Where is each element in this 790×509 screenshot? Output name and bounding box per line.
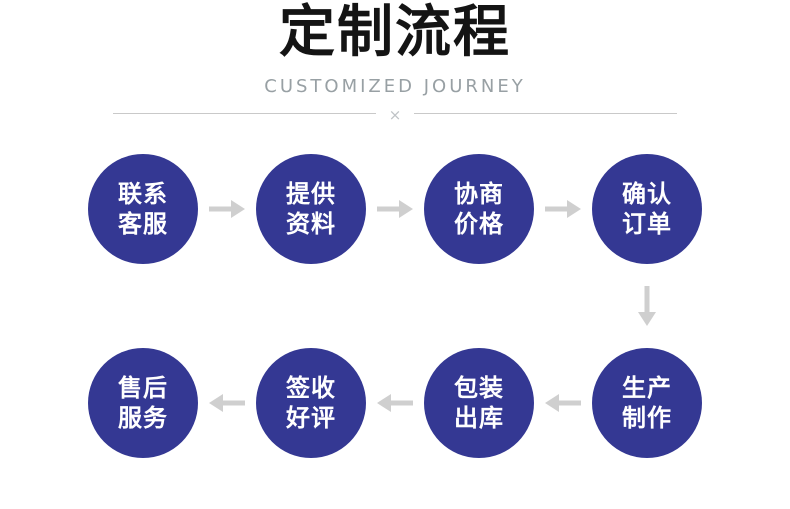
step-label: 联系 xyxy=(118,180,168,208)
step-label: 生产 xyxy=(622,374,672,402)
step-pack-and-ship: 包装 出库 xyxy=(424,348,534,458)
step-negotiate-price: 协商 价格 xyxy=(424,154,534,264)
step-label: 制作 xyxy=(622,404,672,432)
arrow-left-icon xyxy=(377,394,413,412)
header: 定制流程 CUSTOMIZED JOURNEY × xyxy=(0,0,790,124)
divider: × xyxy=(113,106,678,124)
step-label: 签收 xyxy=(286,374,336,402)
divider-x-mark: × xyxy=(388,106,402,124)
arrow-down-icon xyxy=(638,286,656,326)
step-after-sales-service: 售后 服务 xyxy=(88,348,198,458)
step-label: 售后 xyxy=(118,374,168,402)
step-confirm-order: 确认 订单 xyxy=(592,154,702,264)
flow-connector-row xyxy=(0,264,790,348)
step-contact-service: 联系 客服 xyxy=(88,154,198,264)
step-label: 确认 xyxy=(622,180,672,208)
step-production: 生产 制作 xyxy=(592,348,702,458)
flow-row-1: 联系 客服 提供 资料 协商 价格 确认 订单 xyxy=(0,154,790,264)
step-label: 包装 xyxy=(454,374,504,402)
step-label: 提供 xyxy=(286,180,336,208)
divider-line-right xyxy=(414,113,678,114)
step-label: 客服 xyxy=(118,210,168,238)
step-sign-and-review: 签收 好评 xyxy=(256,348,366,458)
flow-row-2: 售后 服务 签收 好评 包装 出库 生产 制作 xyxy=(0,348,790,458)
step-label: 协商 xyxy=(454,180,504,208)
step-label: 资料 xyxy=(286,210,336,238)
arrow-left-icon xyxy=(209,394,245,412)
arrow-left-icon xyxy=(545,394,581,412)
step-label: 服务 xyxy=(118,404,168,432)
arrow-right-icon xyxy=(377,200,413,218)
step-label: 订单 xyxy=(622,210,672,238)
step-label: 好评 xyxy=(286,404,336,432)
step-label: 价格 xyxy=(454,210,504,238)
step-provide-materials: 提供 资料 xyxy=(256,154,366,264)
arrow-right-icon xyxy=(545,200,581,218)
page-title: 定制流程 xyxy=(279,0,511,65)
step-label: 出库 xyxy=(454,404,504,432)
divider-line-left xyxy=(113,113,376,114)
arrow-right-icon xyxy=(209,200,245,218)
page-subtitle: CUSTOMIZED JOURNEY xyxy=(264,76,526,97)
flow-diagram: 联系 客服 提供 资料 协商 价格 确认 订单 xyxy=(0,154,790,458)
